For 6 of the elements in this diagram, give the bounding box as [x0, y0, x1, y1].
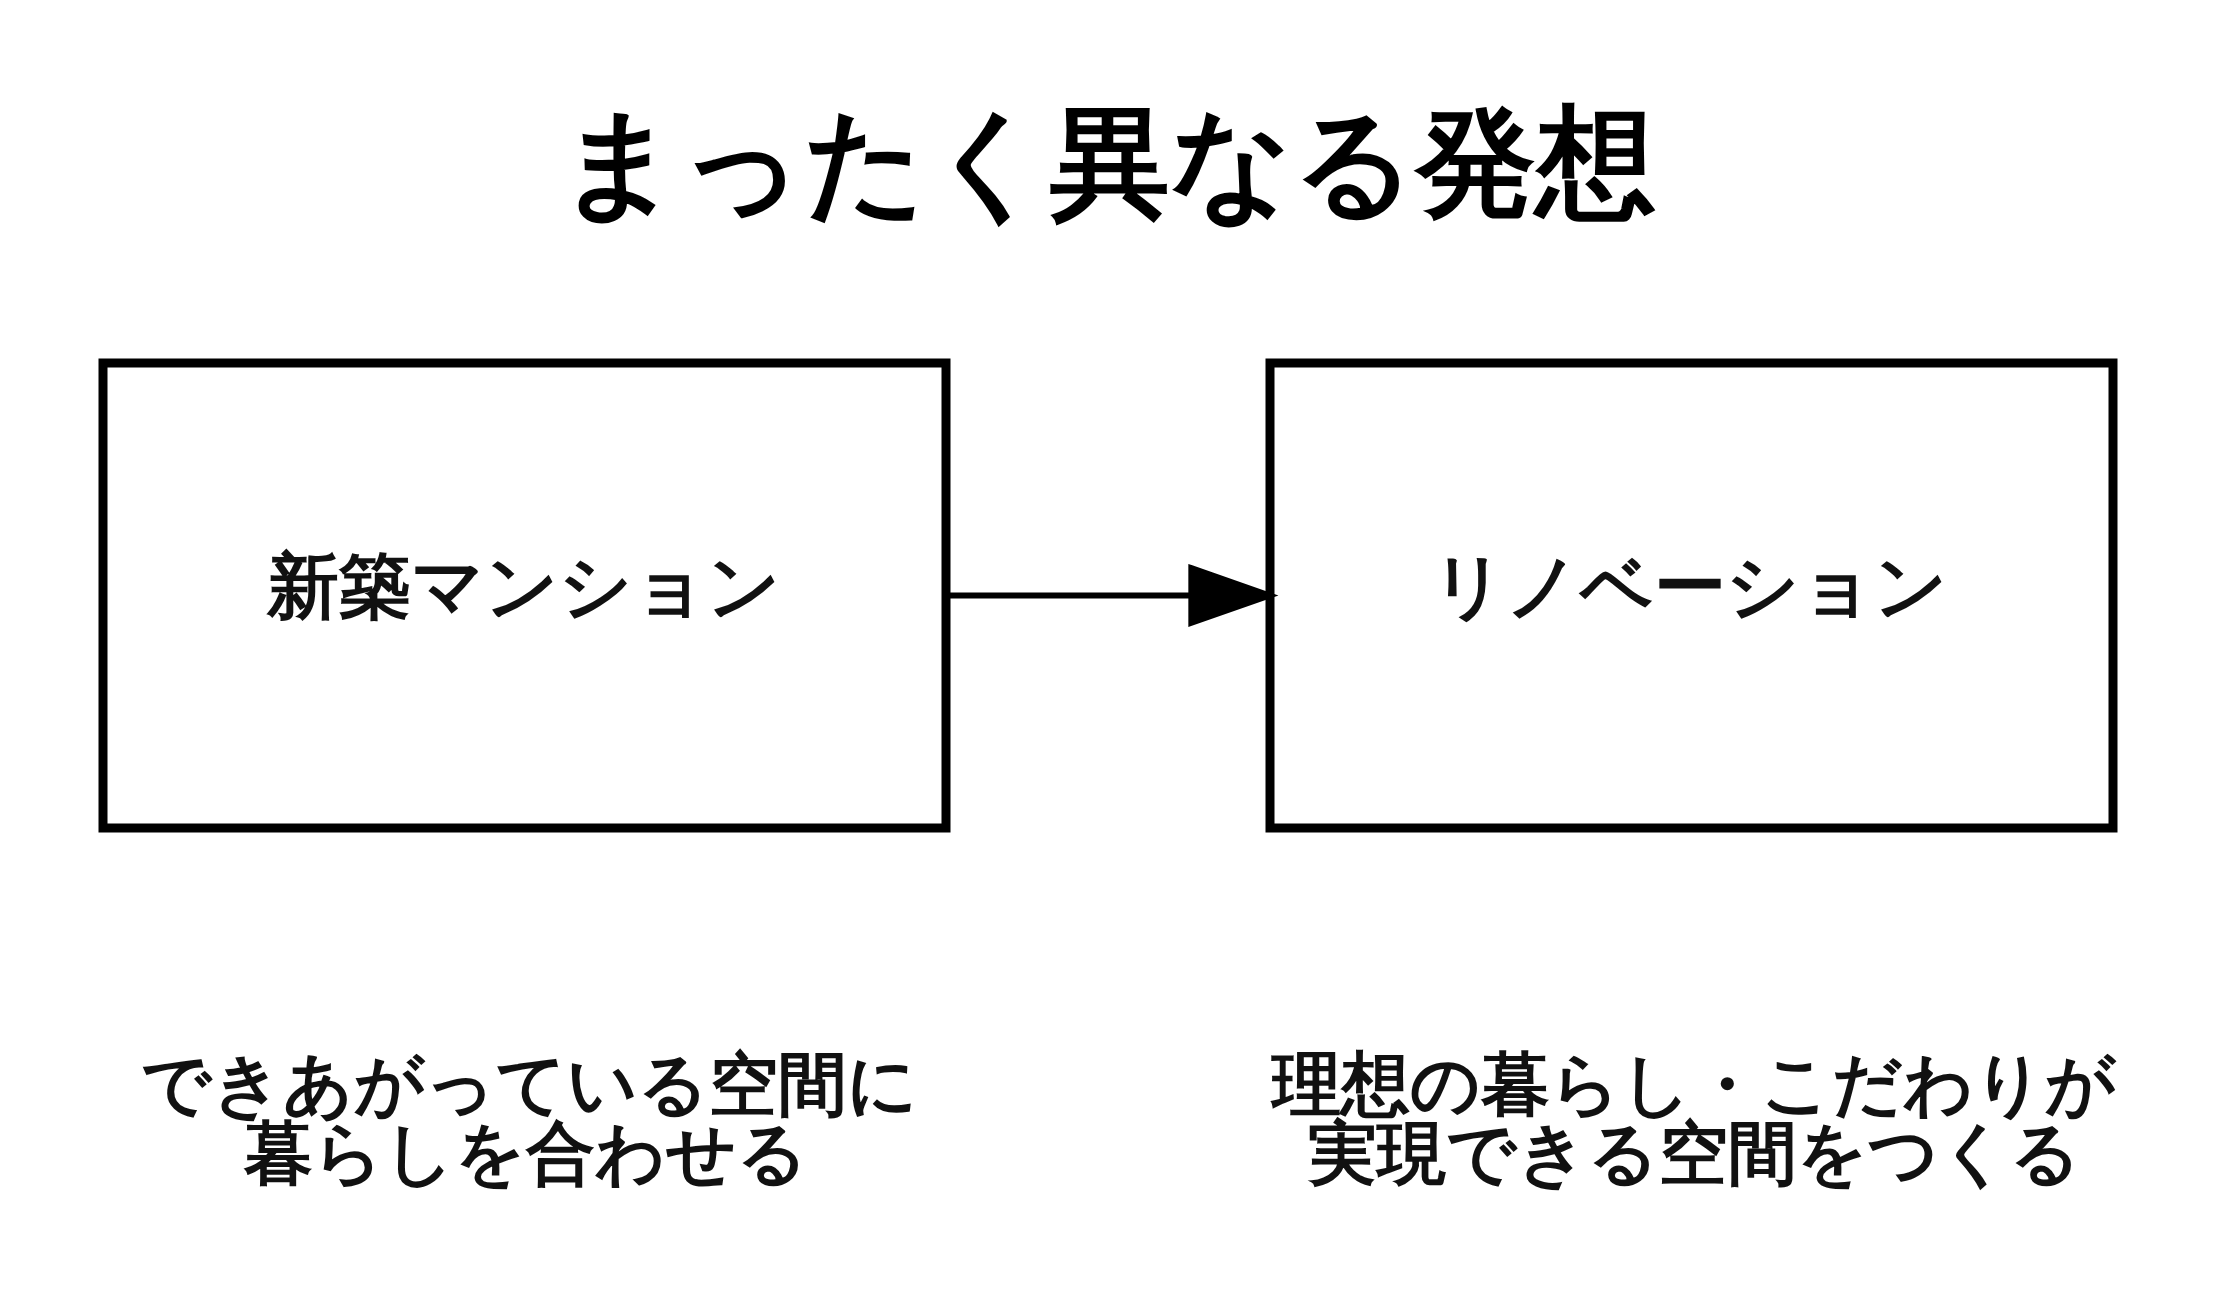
diagram-title: まったく異なる発想: [557, 92, 1656, 232]
arrow: [946, 563, 1279, 627]
node-box: 新築マンション: [98, 358, 951, 832]
node-label: できあがっている空間に暮らしを合わせる: [140, 1043, 918, 1193]
node-box: リノベーション: [1265, 358, 2118, 832]
node-label: 理想の暮らし・こだわりが実現できる空間をつくる: [1271, 1043, 2116, 1193]
